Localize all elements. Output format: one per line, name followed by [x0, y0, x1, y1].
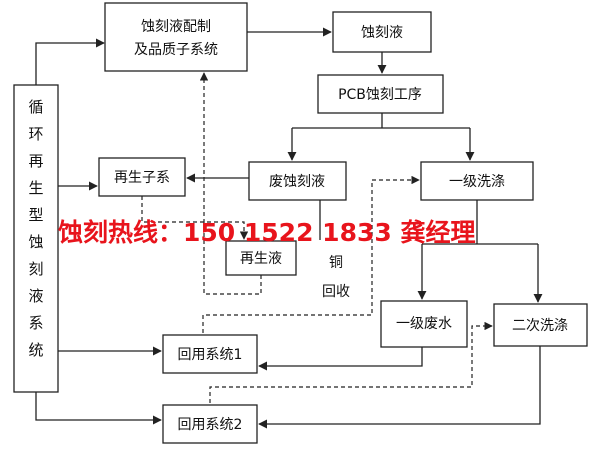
first-wash-label: 一级洗涤 — [449, 174, 505, 190]
copper-recovery-line2: 回收 — [322, 284, 350, 300]
arrow-waste-water-to-recycle-1 — [258, 347, 423, 371]
dashed-recycle-2-to-second-wash — [209, 321, 493, 403]
etch-prep-line2: 及品质子系统 — [134, 42, 218, 58]
dashed-recycle-1-to-first-wash — [202, 175, 420, 333]
regen-system-char: 环 — [28, 125, 43, 143]
regen-system-char: 型 — [28, 206, 43, 224]
regen-system-char: 蚀 — [28, 233, 43, 251]
recycle-2-label: 回用系统2 — [178, 417, 243, 433]
etch-prep-line1: 蚀刻液配制 — [141, 19, 211, 35]
first-waste-water-box — [380, 300, 468, 348]
regen-system-char: 循 — [28, 98, 43, 116]
regen-sub-box — [98, 157, 186, 197]
dashed-regen-liquid-to-prep — [199, 72, 262, 295]
regen-system-char: 液 — [28, 287, 43, 305]
regen-system-char: 刻 — [28, 260, 43, 278]
regen-system-char: 再 — [28, 152, 43, 170]
pcb-process-box — [317, 74, 444, 114]
recycle-1-label: 回用系统1 — [178, 347, 243, 363]
pcb-process-label: PCB蚀刻工序 — [338, 87, 422, 103]
regen-sub-label: 再生子系 — [114, 170, 170, 186]
arrow-system-to-recycle-2 — [35, 392, 162, 425]
etch-liquid-box — [332, 11, 432, 53]
copper-recovery-line1: 铜 — [329, 255, 343, 271]
regen-liquid-label: 再生液 — [240, 251, 282, 267]
waste-etch-label: 废蚀刻液 — [269, 174, 325, 190]
dashed-regen-sub-to-liquid — [141, 196, 249, 240]
waste-etch-box — [248, 161, 347, 201]
recycle-1-box — [162, 334, 258, 374]
regen-system-char: 统 — [28, 341, 43, 359]
recycle-2-box — [162, 404, 258, 444]
first-waste-water-label: 一级废水 — [396, 316, 452, 332]
second-wash-label: 二次洗涤 — [512, 318, 568, 334]
hotline-banner: 蚀刻热线：150 1522 1833 龚经理 — [57, 218, 475, 247]
arrow-regen-to-prep — [35, 38, 105, 85]
arrow-second-wash-to-recycle-2 — [258, 346, 541, 429]
first-wash-box — [420, 161, 534, 201]
regen-system-char: 生 — [28, 179, 43, 197]
etch-prep-box — [104, 2, 248, 72]
regen-system-char: 系 — [28, 314, 43, 332]
etch-liquid-label: 蚀刻液 — [361, 25, 403, 41]
